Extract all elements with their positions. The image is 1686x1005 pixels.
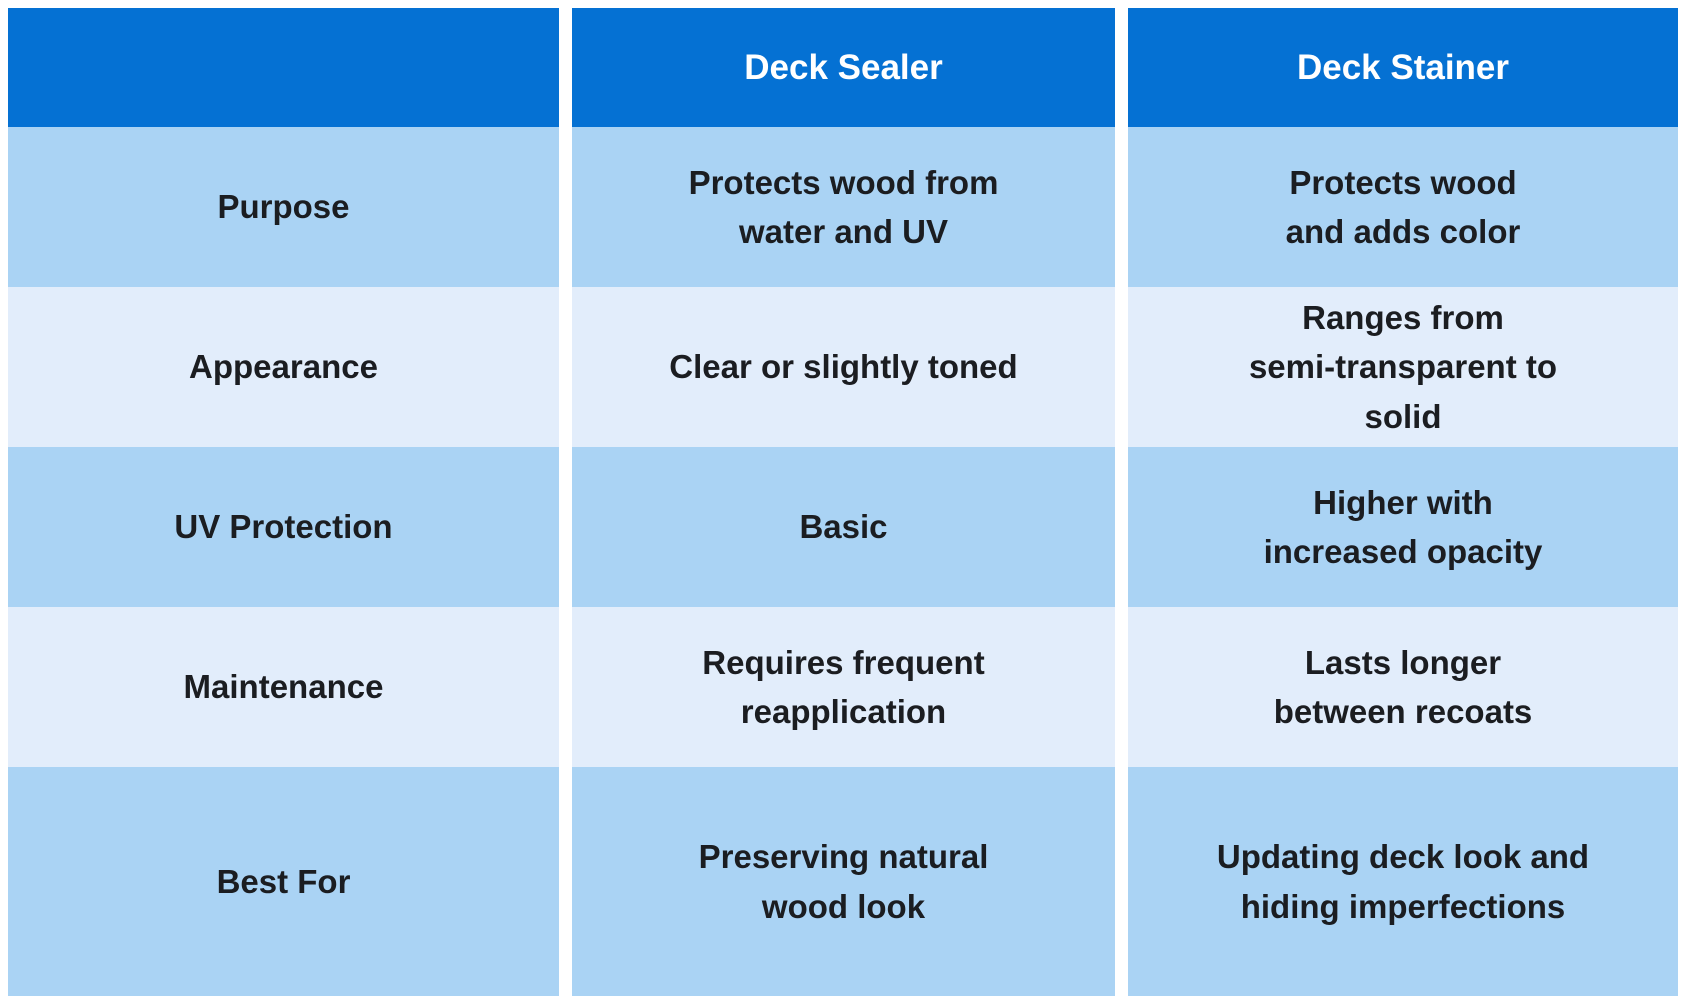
column-header-deck-sealer: Deck Sealer	[572, 8, 1115, 127]
row-label-appearance: Appearance	[8, 287, 559, 447]
cell-appearance-deck-stainer: Ranges from semi-transparent to solid	[1128, 287, 1678, 447]
cell-uv-protection-deck-stainer: Higher with increased opacity	[1128, 447, 1678, 607]
cell-purpose-deck-sealer: Protects wood from water and UV	[572, 127, 1115, 287]
row-label-best-for: Best For	[8, 767, 559, 996]
cell-best-for-deck-sealer: Preserving natural wood look	[572, 767, 1115, 996]
row-label-uv-protection: UV Protection	[8, 447, 559, 607]
cell-appearance-deck-sealer: Clear or slightly toned	[572, 287, 1115, 447]
cell-uv-protection-deck-sealer: Basic	[572, 447, 1115, 607]
cell-purpose-deck-stainer: Protects wood and adds color	[1128, 127, 1678, 287]
deck-sealer-vs-stainer-table: Deck Sealer Deck Stainer Purpose Protect…	[8, 8, 1678, 997]
cell-best-for-deck-stainer: Updating deck look and hiding imperfecti…	[1128, 767, 1678, 996]
cell-maintenance-deck-sealer: Requires frequent reapplication	[572, 607, 1115, 767]
row-label-purpose: Purpose	[8, 127, 559, 287]
row-label-maintenance: Maintenance	[8, 607, 559, 767]
column-header-deck-stainer: Deck Stainer	[1128, 8, 1678, 127]
column-header-blank	[8, 8, 559, 127]
cell-maintenance-deck-stainer: Lasts longer between recoats	[1128, 607, 1678, 767]
